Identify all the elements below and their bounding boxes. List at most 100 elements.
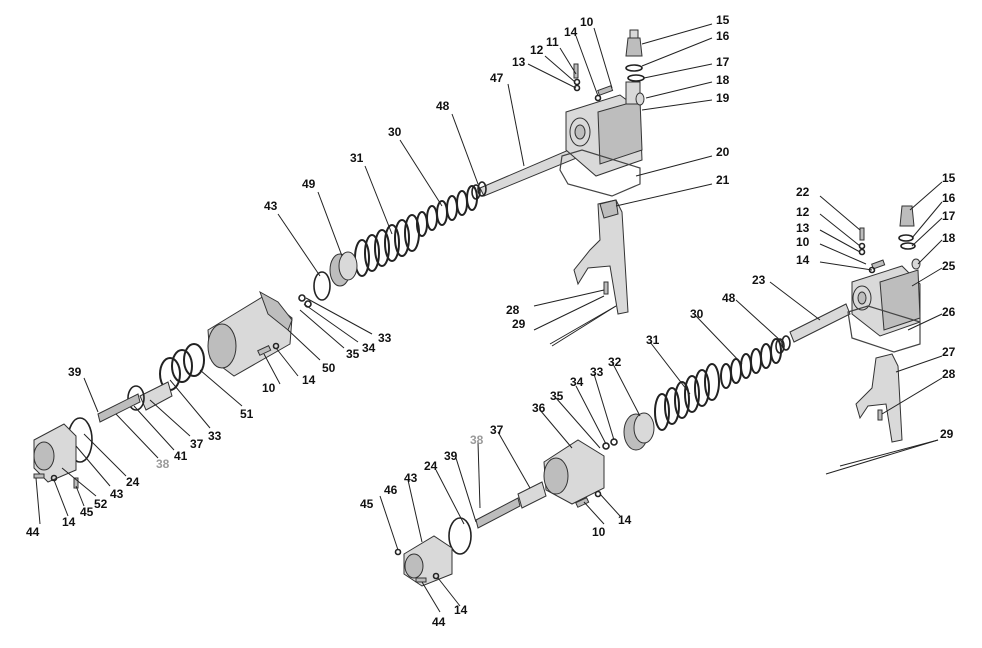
callout-33-lower: 33	[590, 365, 604, 379]
callout-29-upper: 29	[512, 317, 526, 331]
callout-14-mid: 14	[302, 373, 316, 387]
callout-48-lower: 48	[722, 291, 736, 305]
callout-18-lower: 18	[942, 231, 956, 245]
callout-33-upper: 33	[378, 331, 392, 345]
washers-33-35-lower	[602, 438, 618, 450]
callout-labels: 15 16 17 18 19 10 14 11 12 13 47 48 30 3…	[26, 13, 956, 629]
callout-28-upper: 28	[506, 303, 520, 317]
callout-38-upper: 38	[156, 457, 170, 471]
o-ring-43-lower	[448, 517, 472, 555]
callout-43-left: 43	[110, 487, 124, 501]
callout-30-upper: 30	[388, 125, 402, 139]
callout-11-upper: 11	[546, 35, 559, 49]
callout-18-upper: 18	[716, 73, 730, 87]
callout-37-lower: 37	[490, 423, 504, 437]
callout-39-lower: 39	[444, 449, 458, 463]
callout-13-upper: 13	[512, 55, 526, 69]
breather-upper	[625, 29, 645, 106]
callout-33-left: 33	[208, 429, 222, 443]
callout-24-lower: 24	[424, 459, 438, 473]
callout-31-upper: 31	[350, 151, 364, 165]
fasteners-upper	[573, 63, 614, 102]
piston-49	[329, 251, 358, 287]
callout-37-upper: 37	[190, 437, 204, 451]
callout-43-lower: 43	[404, 471, 418, 485]
breather-lower	[898, 205, 921, 270]
spring-31-lower	[654, 363, 720, 431]
selector-housing-upper	[565, 81, 643, 177]
callout-52: 52	[94, 497, 108, 511]
gasket-20	[559, 149, 641, 197]
o-ring-43-upper	[313, 271, 331, 301]
callout-43-upper: 43	[264, 199, 278, 213]
selector-housing-lower	[851, 265, 921, 337]
shift-fork-21	[573, 199, 629, 315]
lower-assembly	[394, 205, 921, 587]
shaft-37-41	[97, 381, 173, 423]
callout-16-lower: 16	[942, 191, 956, 205]
piston-51	[159, 343, 205, 391]
callout-16-upper: 16	[716, 29, 730, 43]
callout-10-lower: 10	[592, 525, 606, 539]
callout-19: 19	[716, 91, 730, 105]
callout-25: 25	[942, 259, 956, 273]
callout-34-upper: 34	[362, 341, 376, 355]
callout-14-lower: 14	[618, 513, 632, 527]
fasteners-lower-left	[394, 548, 440, 583]
rod-23	[789, 303, 851, 343]
callout-32: 32	[608, 355, 622, 369]
callout-12-lower: 12	[796, 205, 810, 219]
callout-31-lower: 31	[646, 333, 660, 347]
cylinder-36	[543, 439, 605, 505]
shaft-37-lower	[475, 481, 547, 529]
cylinder-50	[207, 290, 293, 377]
callout-45-lower: 45	[360, 497, 374, 511]
callout-35-lower: 35	[550, 389, 564, 403]
callout-36: 36	[532, 401, 546, 415]
callout-14-lower-top: 14	[796, 253, 810, 267]
spring-30-lower	[720, 338, 782, 389]
callout-14-bottom: 14	[454, 603, 468, 617]
callout-20: 20	[716, 145, 730, 159]
callout-44-left: 44	[26, 525, 40, 539]
leader-lines	[35, 23, 943, 613]
callout-29-lower: 29	[940, 427, 954, 441]
callout-14-upper: 14	[564, 25, 578, 39]
callout-34-lower: 34	[570, 375, 584, 389]
callout-10-upper: 10	[580, 15, 594, 29]
callout-48-upper: 48	[436, 99, 450, 113]
end-cover-46	[403, 535, 453, 587]
spring-30-upper	[416, 185, 478, 237]
callout-41: 41	[174, 449, 188, 463]
callout-24-upper: 24	[126, 475, 140, 489]
callout-12-upper: 12	[530, 43, 544, 57]
callout-28-lower: 28	[942, 367, 956, 381]
bolts-10-14-lower	[575, 490, 602, 508]
spring-31-upper	[354, 214, 420, 277]
callout-17-lower: 17	[942, 209, 956, 223]
callout-10-lower-top: 10	[796, 235, 810, 249]
callout-47: 47	[490, 71, 504, 85]
callout-14-left: 14	[62, 515, 76, 529]
callout-15-lower: 15	[942, 171, 956, 185]
shift-fork-27	[855, 353, 903, 443]
callout-45-left: 45	[80, 505, 94, 519]
callout-38-lower: 38	[470, 433, 484, 447]
callout-13-lower: 13	[796, 221, 810, 235]
callout-27: 27	[942, 345, 956, 359]
gasket-26	[847, 305, 921, 353]
callout-26: 26	[942, 305, 956, 319]
callout-10-mid: 10	[262, 381, 276, 395]
callout-23: 23	[752, 273, 766, 287]
callout-35-upper: 35	[346, 347, 360, 361]
callout-44-lower: 44	[432, 615, 446, 629]
end-cover-52	[33, 423, 77, 483]
callout-22: 22	[796, 185, 810, 199]
callout-30-lower: 30	[690, 307, 704, 321]
callout-21: 21	[716, 173, 730, 187]
callout-49: 49	[302, 177, 316, 191]
callout-39-upper: 39	[68, 365, 82, 379]
upper-assembly	[33, 29, 645, 489]
callout-17-upper: 17	[716, 55, 730, 69]
